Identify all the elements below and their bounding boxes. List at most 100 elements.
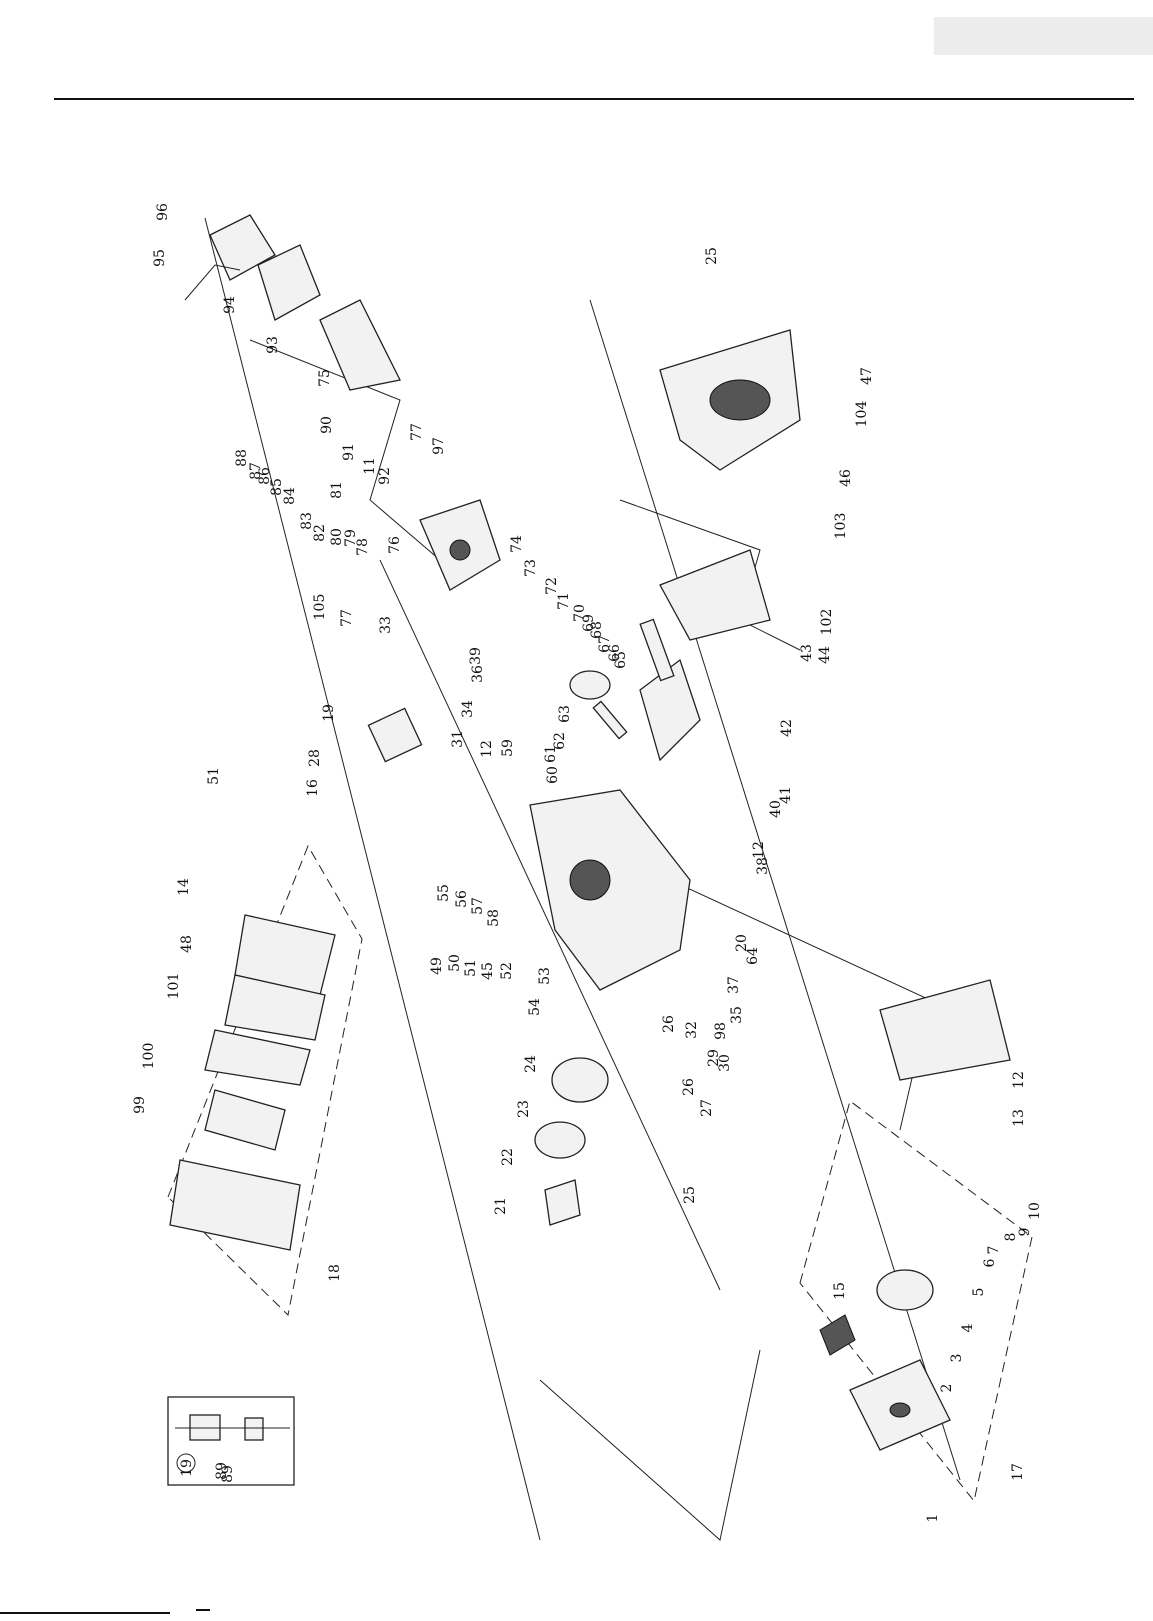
- callout-53: 53: [537, 967, 553, 985]
- callout-40: 40: [768, 800, 784, 818]
- callout-34: 34: [460, 700, 476, 718]
- callout-25: 25: [704, 247, 720, 265]
- callout-26: 26: [681, 1078, 697, 1096]
- crankcase-cover: [659, 549, 771, 641]
- callout-51: 51: [463, 959, 479, 977]
- callout-94: 94: [222, 296, 238, 314]
- callout-28: 28: [307, 749, 323, 767]
- callout-105: 105: [312, 594, 328, 621]
- callout-78: 78: [355, 538, 371, 556]
- callout-57: 57: [470, 897, 486, 915]
- callout-1: 1: [925, 1514, 941, 1523]
- rocker-cover: [209, 214, 321, 321]
- callout-26: 26: [661, 1015, 677, 1033]
- air-filter-group-box: [167, 844, 363, 1317]
- callout-87: 87: [248, 462, 264, 480]
- callout-61: 61: [543, 745, 559, 763]
- leader-zigzag-4: [669, 879, 931, 1131]
- callout-3: 3: [949, 1354, 965, 1363]
- callout-7: 7: [986, 1246, 1002, 1255]
- callout-56: 56: [454, 890, 470, 908]
- air-filter-gasket: [224, 974, 326, 1041]
- air-filter-element-frame: [204, 1029, 311, 1086]
- callout-4: 4: [960, 1323, 976, 1332]
- callout-103: 103: [833, 513, 849, 540]
- callout-90: 90: [319, 416, 335, 434]
- callout-13: 13: [1011, 1109, 1027, 1127]
- callout-77: 77: [409, 423, 425, 441]
- callout-68: 68: [589, 621, 605, 639]
- callout-72: 72: [544, 577, 560, 595]
- carburetor-inset-box: [167, 1396, 295, 1486]
- flywheel: [534, 1057, 609, 1159]
- callout-76: 76: [387, 536, 403, 554]
- callout-51: 51: [206, 767, 222, 785]
- callout-47: 47: [859, 367, 875, 385]
- recoil-pulley: [876, 1269, 934, 1311]
- callout-96: 96: [155, 203, 171, 221]
- callout-63: 63: [557, 705, 573, 723]
- callout-70: 70: [572, 604, 588, 622]
- callout-23: 23: [516, 1100, 532, 1118]
- callout-38: 38: [755, 857, 771, 875]
- callout-22: 22: [500, 1148, 516, 1166]
- callout-93: 93: [265, 336, 281, 354]
- callout-83: 83: [299, 512, 315, 530]
- callout-59: 59: [500, 739, 516, 757]
- recoil-starter-housing: [849, 1359, 951, 1451]
- callout-42: 42: [779, 719, 795, 737]
- callout-102: 102: [819, 609, 835, 636]
- crankshaft: [639, 618, 701, 762]
- callout-33: 33: [378, 616, 394, 634]
- callout-48: 48: [179, 935, 195, 953]
- header-rule: [54, 98, 1134, 100]
- recoil-handle: [819, 1314, 856, 1356]
- callout-8: 8: [1003, 1233, 1019, 1242]
- callout-77: 77: [339, 609, 355, 627]
- callout-39: 39: [468, 647, 484, 665]
- breather-tube: [184, 264, 241, 301]
- callout-10: 10: [1027, 1202, 1043, 1220]
- callout-52: 52: [499, 962, 515, 980]
- callout-29: 29: [706, 1049, 722, 1067]
- callout-88: 88: [234, 449, 250, 467]
- inset-circled-label: 19: [179, 1459, 195, 1477]
- carburetor: [367, 707, 423, 763]
- callout-100: 100: [141, 1043, 157, 1070]
- callout-43: 43: [799, 644, 815, 662]
- callout-9: 9: [1017, 1228, 1033, 1237]
- callout-91: 91: [341, 443, 357, 461]
- callout-55: 55: [436, 884, 452, 902]
- callout-58: 58: [486, 909, 502, 927]
- cylinder-head: [419, 499, 501, 591]
- callout-65: 65: [613, 651, 629, 669]
- callout-27: 27: [699, 1099, 715, 1117]
- callout-2: 2: [939, 1384, 955, 1393]
- callout-69: 69: [581, 614, 597, 632]
- callout-86: 86: [257, 467, 273, 485]
- callout-35: 35: [729, 1006, 745, 1024]
- callout-89: 89: [214, 1462, 230, 1480]
- header-tab: [934, 17, 1153, 55]
- inset-part-label: 89: [220, 1465, 236, 1483]
- callout-21: 21: [493, 1197, 509, 1215]
- callout-6: 6: [982, 1258, 998, 1267]
- callout-74: 74: [509, 535, 525, 553]
- callout-25: 25: [682, 1186, 698, 1204]
- callout-31: 31: [450, 730, 466, 748]
- callout-67: 67: [597, 635, 613, 653]
- callout-66: 66: [607, 644, 623, 662]
- engine-block: [529, 789, 691, 991]
- callout-12: 12: [751, 841, 767, 859]
- callout-19: 19: [321, 704, 337, 722]
- callout-17: 17: [1010, 1463, 1026, 1481]
- callout-12: 12: [479, 740, 495, 758]
- callout-37: 37: [726, 976, 742, 994]
- callout-46: 46: [838, 469, 854, 487]
- callout-95: 95: [152, 249, 168, 267]
- callout-97: 97: [431, 437, 447, 455]
- callout-84: 84: [282, 487, 298, 505]
- callout-99: 99: [132, 1096, 148, 1114]
- footer-mark: [196, 1609, 210, 1611]
- callout-85: 85: [269, 478, 285, 496]
